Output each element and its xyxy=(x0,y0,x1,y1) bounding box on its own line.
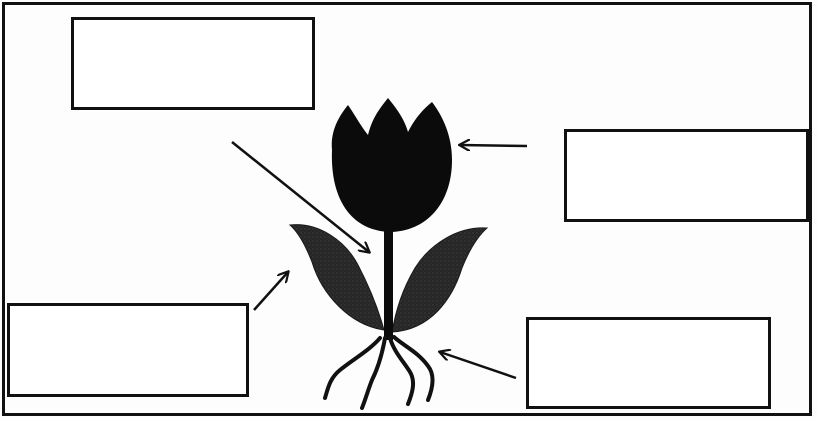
tulip-flower xyxy=(332,98,452,232)
arrow-to-roots xyxy=(440,352,516,378)
arrow-to-flower xyxy=(460,145,527,146)
left-leaf xyxy=(290,225,384,330)
roots xyxy=(325,337,433,408)
arrow-to-leaf xyxy=(254,272,288,310)
right-leaf xyxy=(392,228,487,332)
